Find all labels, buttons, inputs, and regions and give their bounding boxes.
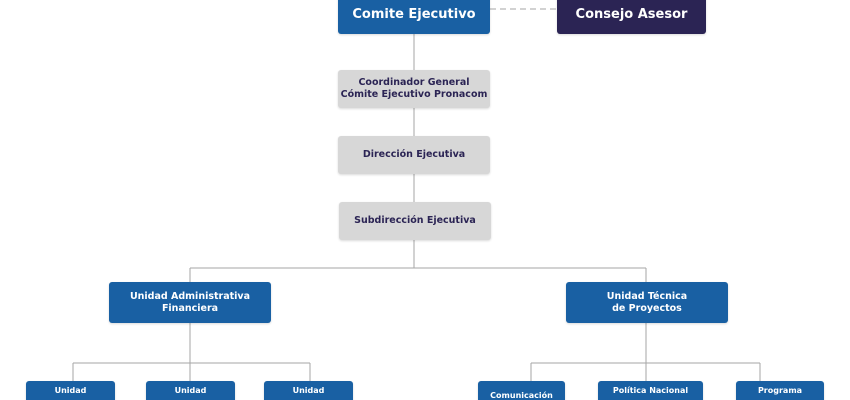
consejo-asesor-node: Consejo Asesor — [557, 0, 706, 34]
programa-label: Programa — [757, 386, 803, 395]
politica-nacional-label: Política Nacional — [612, 386, 689, 395]
direccion-ejecutiva-label: Dirección Ejecutiva — [362, 149, 466, 161]
programa-node: Programa — [736, 381, 824, 400]
unidad-1-label: Unidad — [54, 386, 87, 395]
unidad-administrativa-financiera-node: Unidad Administrativa Financiera — [109, 282, 271, 323]
unidad-2-node: Unidad — [146, 381, 235, 400]
comunicacion-label: Comunicación — [490, 391, 553, 400]
comunicacion-node: Comunicación — [478, 381, 565, 400]
subdireccion-ejecutiva-label: Subdirección Ejecutiva — [354, 215, 476, 227]
unidad-3-label: Unidad — [292, 386, 325, 395]
unidad-1-node: Unidad — [26, 381, 115, 400]
politica-nacional-node: Política Nacional — [598, 381, 703, 400]
unidad-3-node: Unidad — [264, 381, 353, 400]
unidad-tecnica-proyectos-node: Unidad Técnica de Proyectos — [566, 282, 728, 323]
consejo-asesor-label: Consejo Asesor — [575, 6, 688, 22]
unidad-tecnica-proyectos-label: Unidad Técnica de Proyectos — [606, 290, 688, 314]
coordinador-general-label: Coordinador General Cómite Ejecutivo Pro… — [340, 77, 488, 100]
unidad-2-label: Unidad — [174, 386, 207, 395]
comite-ejecutivo-label: Comite Ejecutivo — [352, 6, 476, 22]
comite-ejecutivo-node: Comite Ejecutivo — [338, 0, 490, 34]
subdireccion-ejecutiva-node: Subdirección Ejecutiva — [339, 202, 491, 240]
coordinador-general-node: Coordinador General Cómite Ejecutivo Pro… — [338, 70, 490, 108]
unidad-administrativa-financiera-label: Unidad Administrativa Financiera — [129, 290, 251, 314]
direccion-ejecutiva-node: Dirección Ejecutiva — [338, 136, 490, 174]
